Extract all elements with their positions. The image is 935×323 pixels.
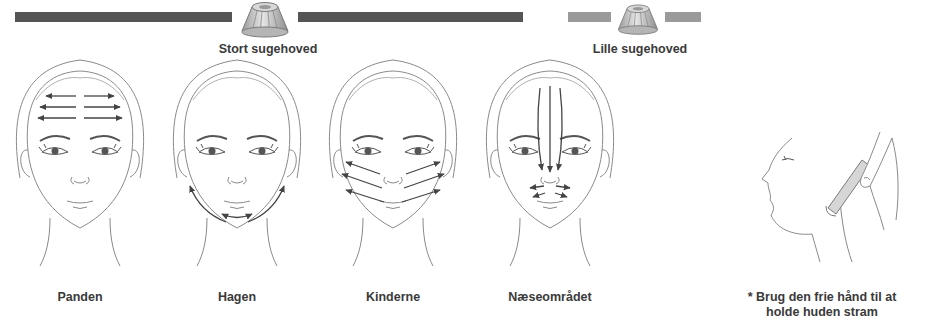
direction-arrow bbox=[346, 190, 384, 202]
small-head-bar bbox=[568, 12, 611, 22]
face-drawing bbox=[16, 60, 143, 266]
direction-arrow bbox=[222, 214, 252, 218]
fingernail bbox=[864, 177, 870, 180]
area-label: Kinderne bbox=[366, 290, 420, 305]
direction-arrow bbox=[342, 174, 382, 188]
direction-arrow bbox=[84, 106, 120, 107]
nose-arrows bbox=[530, 86, 570, 197]
area-label: Næseområdet bbox=[508, 290, 591, 305]
head-size-label: Stort sugehoved bbox=[219, 42, 318, 57]
direction-arrow bbox=[533, 193, 545, 197]
direction-arrow bbox=[346, 162, 380, 174]
eye-line bbox=[782, 156, 794, 160]
finger bbox=[860, 132, 892, 187]
direction-arrow bbox=[404, 174, 444, 188]
head-size-label: Lille sugehoved bbox=[593, 42, 687, 57]
large-head-bar bbox=[15, 12, 232, 22]
cheek-arrows bbox=[342, 162, 444, 202]
forehead-arrows bbox=[38, 96, 122, 118]
direction-arrow bbox=[248, 186, 284, 222]
direction-arrow bbox=[558, 88, 562, 170]
large-suction-head bbox=[242, 3, 288, 38]
direction-arrow bbox=[402, 190, 440, 202]
face-profile bbox=[762, 138, 812, 234]
hand bbox=[870, 138, 898, 230]
direction-arrow bbox=[38, 117, 76, 118]
direction-arrow bbox=[190, 186, 226, 222]
small-head-bar bbox=[665, 12, 701, 22]
area-label: Panden bbox=[57, 290, 102, 305]
direction-arrow bbox=[555, 193, 567, 197]
direction-arrow bbox=[406, 162, 440, 174]
face-drawing bbox=[329, 60, 456, 266]
direction-arrow bbox=[46, 95, 76, 96]
direction-arrow bbox=[530, 186, 544, 188]
area-label: Hagen bbox=[218, 290, 256, 305]
large-head-bar bbox=[298, 12, 523, 22]
direction-arrow bbox=[84, 95, 114, 96]
direction-arrow bbox=[549, 86, 550, 172]
small-suction-head bbox=[618, 5, 657, 34]
device-tip bbox=[826, 206, 836, 216]
face-drawing bbox=[173, 60, 300, 266]
direction-arrow bbox=[40, 106, 76, 107]
direction-arrow bbox=[556, 186, 570, 188]
direction-arrow bbox=[538, 88, 542, 170]
note-text: * Brug den frie hånd til at holde huden … bbox=[732, 290, 912, 320]
chin-arrows bbox=[190, 186, 284, 222]
face-drawing bbox=[486, 60, 613, 266]
hand-illustration bbox=[762, 132, 898, 262]
direction-arrow bbox=[84, 117, 122, 118]
